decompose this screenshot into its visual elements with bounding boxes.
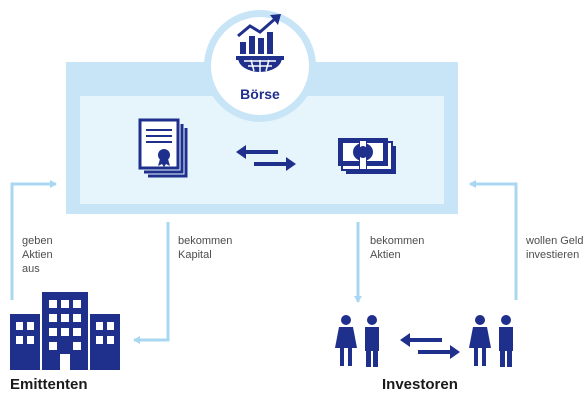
investors-label: Investoren bbox=[382, 376, 458, 393]
issuers-action-out: geben Aktien aus bbox=[22, 235, 53, 275]
arrow-exchange-to-issuers bbox=[133, 222, 170, 344]
globe-basket-icon bbox=[236, 56, 284, 72]
exchange-logo bbox=[204, 10, 316, 122]
issuers-action-in: bekommen Kapital bbox=[178, 235, 233, 261]
arrow-investors-to-exchange bbox=[469, 180, 518, 300]
arrow-issuers-to-exchange bbox=[10, 180, 57, 300]
exchange-label: Börse bbox=[240, 86, 280, 102]
exchange-arrows-icon bbox=[236, 145, 296, 171]
certificate-icon bbox=[138, 118, 188, 178]
chart-up-icon bbox=[237, 14, 281, 54]
flow-arrows bbox=[10, 180, 518, 344]
issuers-label: Emittenten bbox=[10, 376, 88, 393]
buildings-icon bbox=[10, 292, 120, 370]
people-icon bbox=[335, 315, 513, 367]
banknotes-icon bbox=[338, 138, 396, 174]
investor-exchange-arrows-icon bbox=[400, 333, 460, 359]
investors-action-out: wollen Geld investieren bbox=[526, 235, 584, 261]
investors-action-in: bekommen Aktien bbox=[370, 235, 425, 261]
